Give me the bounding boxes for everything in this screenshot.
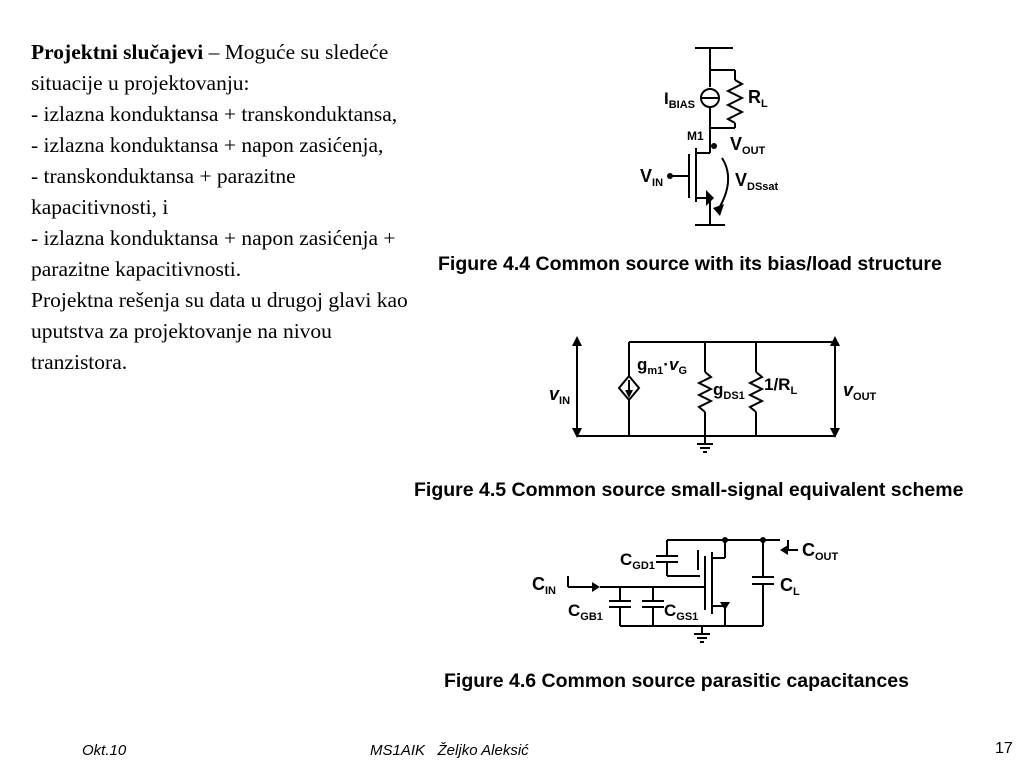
vout-small-label: vOUT [843,380,877,403]
vin-plus-arrow [572,336,582,346]
source-arrow [706,190,714,206]
rl-label: RL [748,87,768,110]
cgd-label: CGD1 [620,550,655,572]
fig45-caption: Figure 4.5 Common source small-signal eq… [414,479,964,501]
bullet-2: - izlazna konduktansa + napon zasićenja, [31,133,384,157]
vdssat-label: VDSsat [735,170,779,193]
heading-bold: Projektni slučajevi [31,40,204,64]
fig46-caption: Figure 4.6 Common source parasitic capac… [444,670,909,692]
footer-date: Okt.10 [82,742,127,759]
vout-plus-arrow [830,336,840,346]
bullet-3: - transkonduktansa + parazitne kapacitiv… [31,164,296,219]
vin-node-dot [667,173,673,179]
cout-label: COUT [802,540,839,563]
fig45-schematic: vIN gm1·vG gDS1 1/RL vOUT [549,336,877,453]
fig44-caption: Figure 4.4 Common source with its bias/l… [438,253,942,275]
m1-label: M1 [687,129,704,143]
bullet-4: - izlazna konduktansa + napon zasićenja … [31,226,396,281]
footer-author: MS1AIK Željko Aleksić [370,742,529,759]
fig44-schematic: IBIAS RL M1 VOUT VIN VDSsat [640,47,779,226]
cgb-label: CGB1 [568,601,603,623]
bullet-1: - izlazna konduktansa + transkonduktansa… [31,102,398,126]
vin-small-label: vIN [549,384,570,407]
fig46-schematic: CGD1 COUT CIN CL CGB1 CGS1 [532,537,839,643]
vdssat-arrow [713,204,724,216]
cl-label: CL [780,575,800,598]
closing-paragraph: Projektna rešenja su data u drugoj glavi… [31,288,408,374]
page-number: 17 [995,740,1013,757]
cin-label: CIN [532,574,556,597]
gm-label: gm1·vG [637,355,687,377]
intro-paragraph: Projektni slučajevi – Moguće su sledeće … [31,37,411,99]
gm-source-arrow [625,390,633,398]
vout-node-dot [711,143,717,149]
cout-arrow [780,545,788,555]
rl-small-label: 1/RL [764,375,797,397]
vout-label: VOUT [730,134,766,157]
ibias-label: IBIAS [664,89,695,111]
vout-minus-arrow [830,428,840,438]
vin-minus-arrow [572,428,582,438]
vin-label: VIN [640,166,663,189]
body-text: Projektni slučajevi – Moguće su sledeće … [31,37,411,378]
gds-label: gDS1 [713,380,745,402]
source-arrow-46 [720,602,730,610]
cgs-label: CGS1 [664,601,698,623]
heading-rest: – Moguće su sledeće situacije u projekto… [31,40,389,95]
cin-arrow [592,582,600,592]
